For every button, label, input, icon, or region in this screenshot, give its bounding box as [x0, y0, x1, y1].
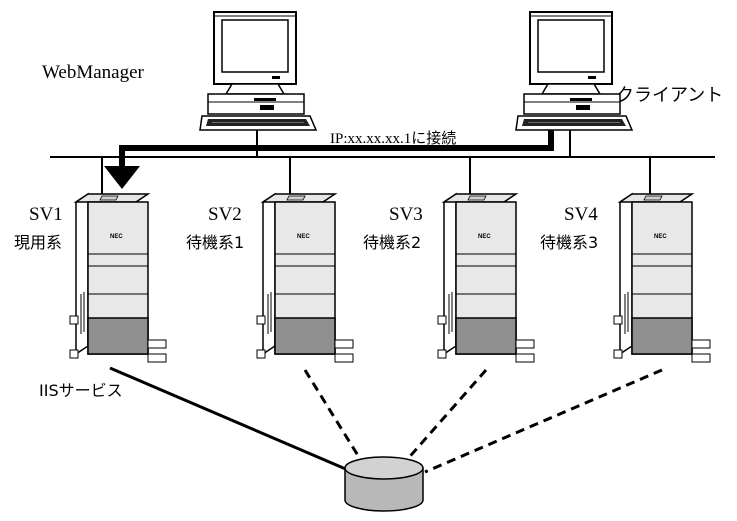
server-name-sv2: SV2 [208, 204, 242, 225]
client-pc [515, 11, 633, 131]
disk-links-standby [303, 368, 663, 474]
webmanager-pc [199, 11, 317, 131]
server-role-sv3: 待機系2 [363, 233, 421, 252]
server-role-sv1: 現用系 [14, 233, 62, 252]
connection-arrowhead [104, 166, 140, 189]
server-name-sv1: SV1 [29, 204, 63, 225]
server-sv2: NEC [256, 193, 354, 363]
disk-link-active [109, 366, 349, 472]
iis-service-label: IISサービス [39, 381, 123, 400]
shared-disk [344, 456, 424, 512]
server-role-sv2: 待機系1 [186, 233, 244, 252]
server-role-sv4: 待機系3 [540, 233, 598, 252]
server-sv1: NEC [69, 193, 167, 363]
client-label: クライアント [616, 85, 723, 106]
server-name-sv4: SV4 [564, 204, 598, 225]
webmanager-label: WebManager [42, 62, 145, 83]
server-name-sv3: SV3 [389, 204, 423, 225]
connection-label: IP:xx.xx.xx.1に接続 [330, 130, 456, 147]
server-brand-label: NEC [478, 234, 491, 240]
server-brand-label: NEC [654, 234, 667, 240]
connection-path [119, 130, 554, 166]
server-sv3: NEC [437, 193, 535, 363]
lan-drops [101, 128, 651, 196]
server-brand-label: NEC [110, 234, 123, 240]
server-sv4: NEC [613, 193, 711, 363]
server-brand-label: NEC [297, 234, 310, 240]
